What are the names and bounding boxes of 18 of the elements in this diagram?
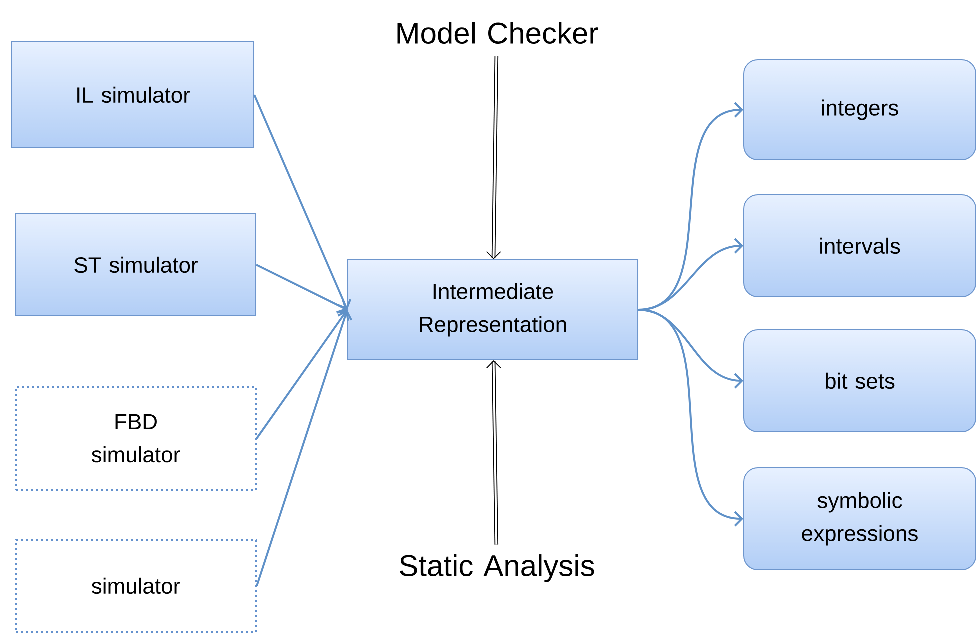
- simulator-box: ST simulator: [16, 214, 256, 316]
- arrow: [254, 94, 352, 310]
- arrow: [486, 56, 502, 260]
- arrow: [256, 310, 350, 440]
- result-box: symbolic expressions: [744, 468, 976, 570]
- heading-text: Model Checker: [398, 22, 598, 44]
- heading-text: Static Analysis: [400, 554, 594, 582]
- simulator-box: IL simulator: [12, 42, 254, 148]
- result-box: intervals: [744, 194, 976, 298]
- simulator-box: simulator: [15, 539, 257, 633]
- result-box: bit sets: [744, 330, 976, 432]
- arrow: [486, 360, 502, 545]
- arrow: [256, 310, 352, 586]
- result-box: integers: [744, 60, 976, 160]
- process-box: Intermediate Representation: [348, 260, 638, 360]
- simulator-box: FBD simulator: [15, 386, 257, 491]
- arrow: [256, 264, 348, 314]
- arrow: [638, 309, 744, 527]
